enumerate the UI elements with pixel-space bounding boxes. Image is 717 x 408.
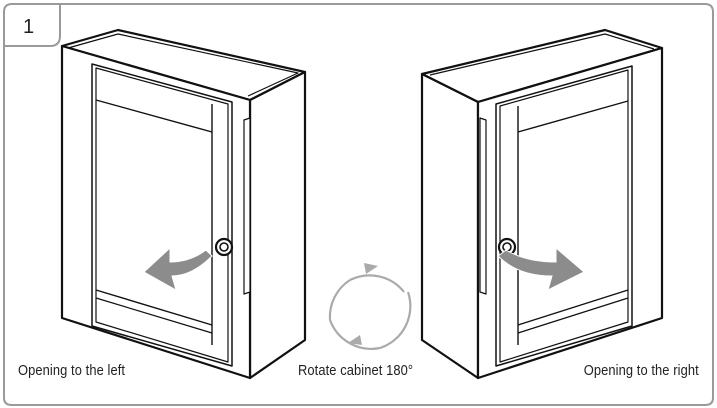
caption-opening-left: Opening to the left bbox=[18, 362, 126, 379]
cabinet-right bbox=[420, 28, 664, 380]
caption-opening-right: Opening to the right bbox=[583, 362, 699, 379]
rotate-icon bbox=[328, 263, 412, 350]
cabinet-left bbox=[60, 28, 307, 380]
open-left-arrow bbox=[143, 246, 213, 292]
door-knob-right bbox=[497, 237, 517, 257]
diagram-frame bbox=[3, 3, 714, 406]
door-knob-left bbox=[214, 237, 234, 257]
step-number: 1 bbox=[23, 16, 35, 38]
open-right-arrow bbox=[497, 246, 585, 291]
caption-rotate: Rotate cabinet 180° bbox=[298, 362, 414, 379]
